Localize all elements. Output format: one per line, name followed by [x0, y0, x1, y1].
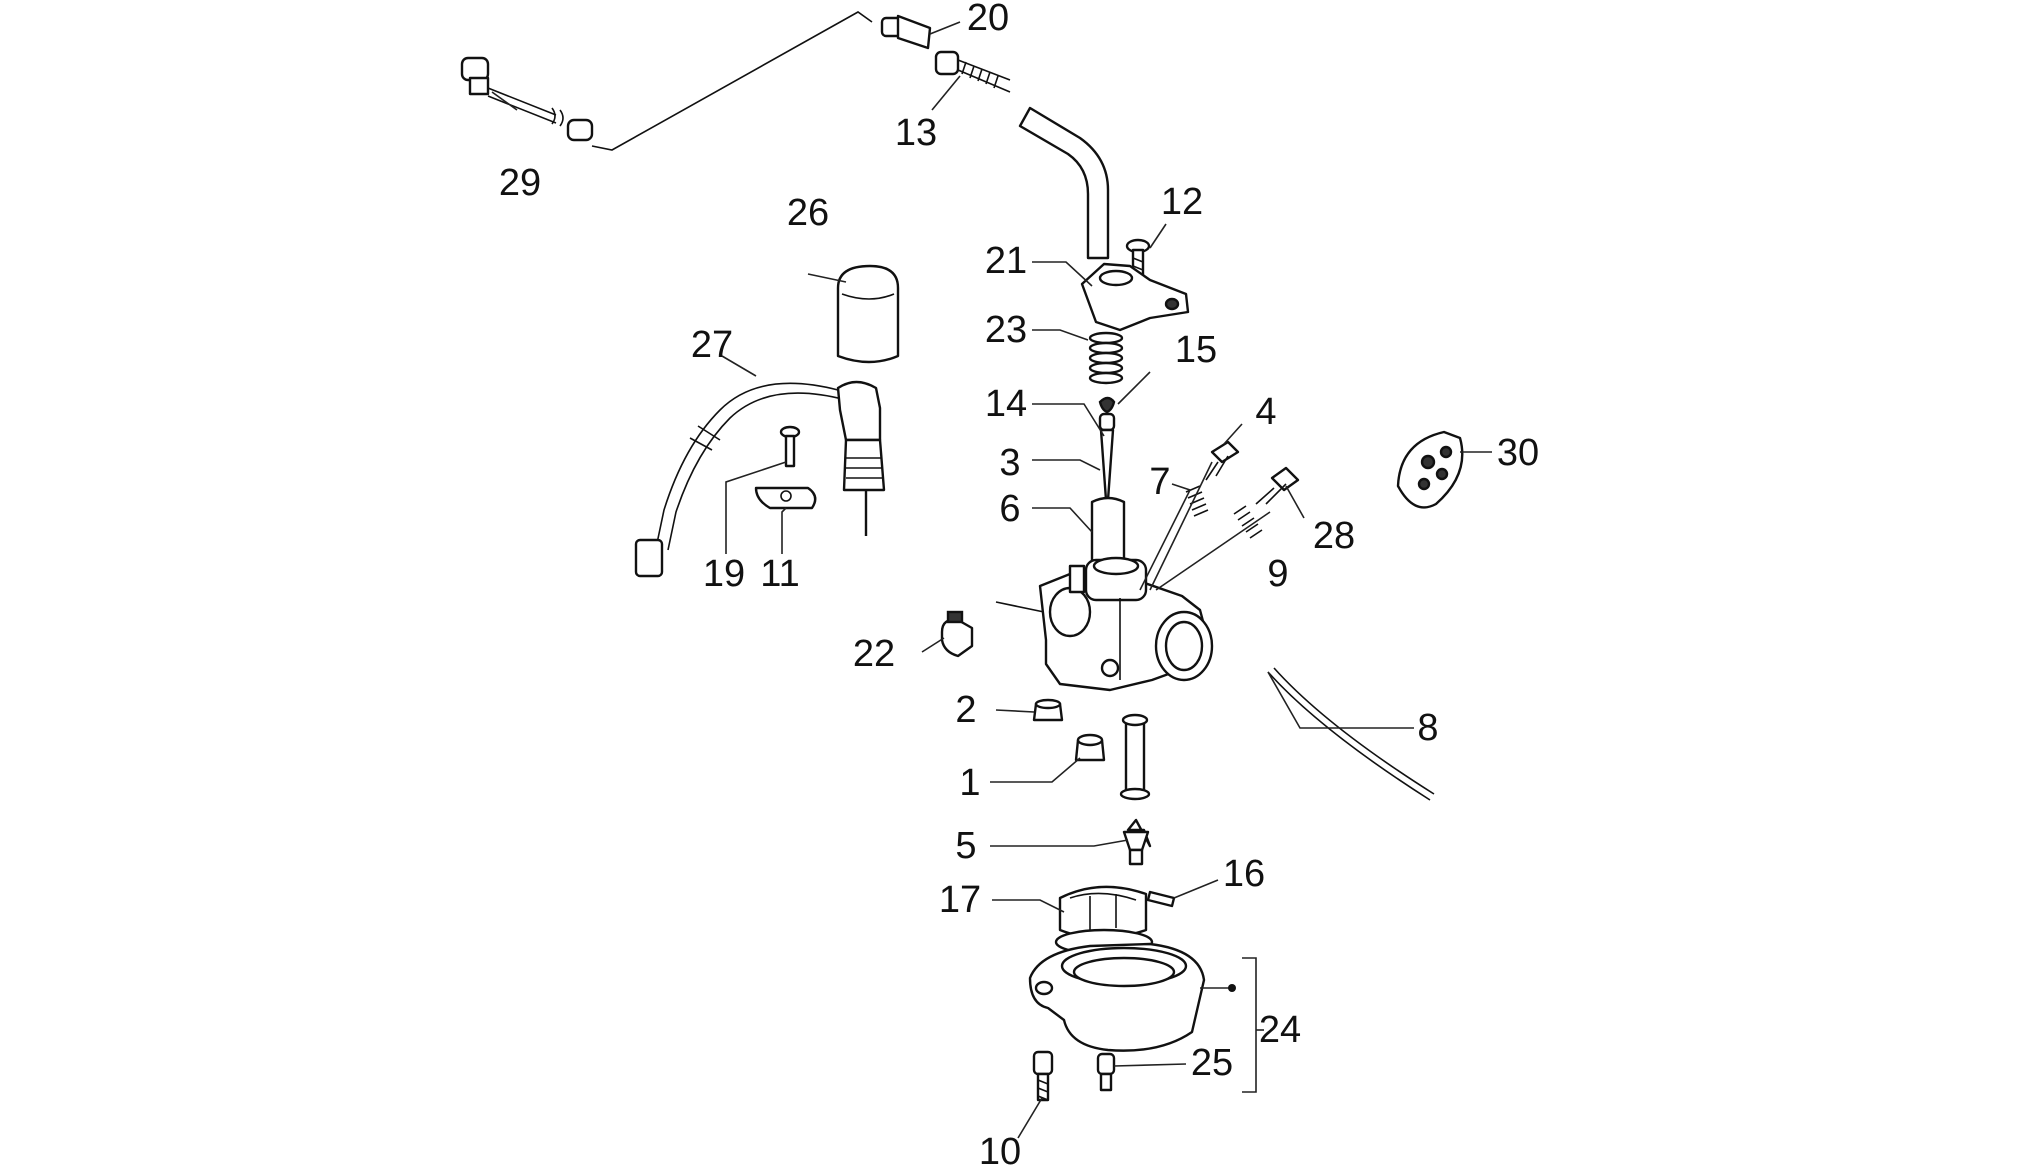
callout-20: 20 — [967, 0, 1009, 39]
leader-13 — [931, 75, 961, 111]
part-17-float — [1054, 885, 1154, 956]
leader-2 — [995, 709, 1035, 713]
callout-9: 9 — [1267, 553, 1288, 595]
callout-5: 5 — [955, 825, 976, 867]
callout-26: 26 — [787, 192, 829, 234]
leader-9 — [1155, 511, 1271, 591]
leader-15 — [1117, 371, 1151, 405]
part-5-float-needle — [1122, 818, 1152, 866]
part-28-idle-screw — [1255, 466, 1300, 505]
part-10-bowl-screw — [1032, 1050, 1054, 1102]
callout-13: 13 — [895, 112, 937, 154]
part-23-spring — [1088, 331, 1124, 385]
callout-16: 16 — [1223, 853, 1265, 895]
leader-12 — [1149, 223, 1167, 249]
leader-27 — [721, 355, 757, 377]
part-13-adjuster-screw — [934, 50, 1011, 93]
callout-10: 10 — [979, 1131, 1021, 1167]
part-11-clamp — [754, 486, 817, 510]
cable-guide-tube — [1018, 106, 1110, 260]
leader-10 — [1017, 1097, 1043, 1139]
part-26-rubber-cap — [836, 264, 900, 364]
leader-4b — [1149, 461, 1213, 591]
callout-labels: 29 20 13 12 26 21 23 15 27 14 4 3 7 30 6… — [499, 0, 1539, 1167]
part-2-jet — [1032, 698, 1064, 722]
part-19-screw — [779, 425, 801, 468]
part-7-spring — [1185, 485, 1209, 517]
leader-lines — [491, 21, 1492, 1139]
callout-4: 4 — [1255, 391, 1276, 433]
leader-5 — [990, 839, 1129, 847]
callout-8: 8 — [1417, 707, 1438, 749]
callout-29: 29 — [499, 162, 541, 204]
part-15-clip — [1098, 396, 1116, 414]
leader-1 — [990, 757, 1081, 783]
leader-22 — [921, 637, 945, 653]
callout-27: 27 — [691, 324, 733, 366]
leader-17 — [992, 899, 1065, 913]
part-3-needle — [1098, 412, 1116, 502]
leader-24-bracket — [1242, 957, 1257, 1093]
leader-20 — [929, 21, 961, 35]
callout-15: 15 — [1175, 329, 1217, 371]
callout-11: 11 — [760, 553, 799, 595]
part-20-cable-cap — [880, 14, 932, 50]
callout-22: 22 — [853, 633, 895, 675]
callout-24: 24 — [1259, 1009, 1301, 1051]
callout-25: 25 — [1191, 1042, 1233, 1084]
part-24-float-bowl — [1028, 942, 1206, 1052]
leader-25 — [1113, 1063, 1187, 1067]
carburetor-body — [995, 556, 1214, 692]
leader-21 — [1032, 261, 1093, 287]
part-8-overflow-hose — [1267, 667, 1435, 801]
callout-12: 12 — [1161, 181, 1203, 223]
leader-16 — [1173, 879, 1219, 899]
leader-8 — [1267, 671, 1414, 729]
part-25-drain-screw — [1096, 1052, 1116, 1092]
callout-19: 19 — [703, 553, 745, 595]
part-30-air-filter — [1396, 430, 1464, 509]
callout-14: 14 — [985, 383, 1027, 425]
callout-23: 23 — [985, 309, 1027, 351]
callout-7: 7 — [1149, 461, 1170, 503]
leader-6 — [1032, 507, 1093, 533]
part-21-top-cover — [1080, 262, 1190, 332]
part-16-float-pin — [1146, 890, 1176, 908]
part-6-throttle-slide — [1090, 496, 1126, 565]
emulsion-tube — [1119, 713, 1151, 801]
callout-2: 2 — [955, 689, 976, 731]
leader-14 — [1032, 403, 1105, 437]
callout-6: 6 — [999, 488, 1020, 530]
leader-28 — [1285, 485, 1305, 519]
leader-3 — [1032, 459, 1101, 471]
leader-23 — [1032, 329, 1089, 341]
callout-17: 17 — [939, 879, 981, 921]
callout-21: 21 — [985, 240, 1027, 282]
callout-28: 28 — [1313, 515, 1355, 557]
leader-26 — [807, 273, 847, 283]
part-9-spring — [1233, 505, 1263, 539]
callout-1: 1 — [959, 762, 980, 804]
part-1-main-jet — [1074, 733, 1106, 762]
part-4-pilot-screw — [1205, 440, 1240, 481]
leader-11 — [781, 507, 787, 554]
leader-4 — [1223, 423, 1243, 445]
callout-3: 3 — [999, 442, 1020, 484]
part-27-auto-choke — [634, 380, 886, 578]
leader-7 — [1139, 483, 1192, 591]
part-29-cable — [460, 11, 873, 151]
leader-19 — [725, 461, 787, 554]
leader-29 — [491, 91, 518, 111]
callout-30: 30 — [1497, 432, 1539, 474]
part-22-elbow-fitting — [940, 610, 974, 658]
leader-24-dot — [1228, 984, 1236, 992]
